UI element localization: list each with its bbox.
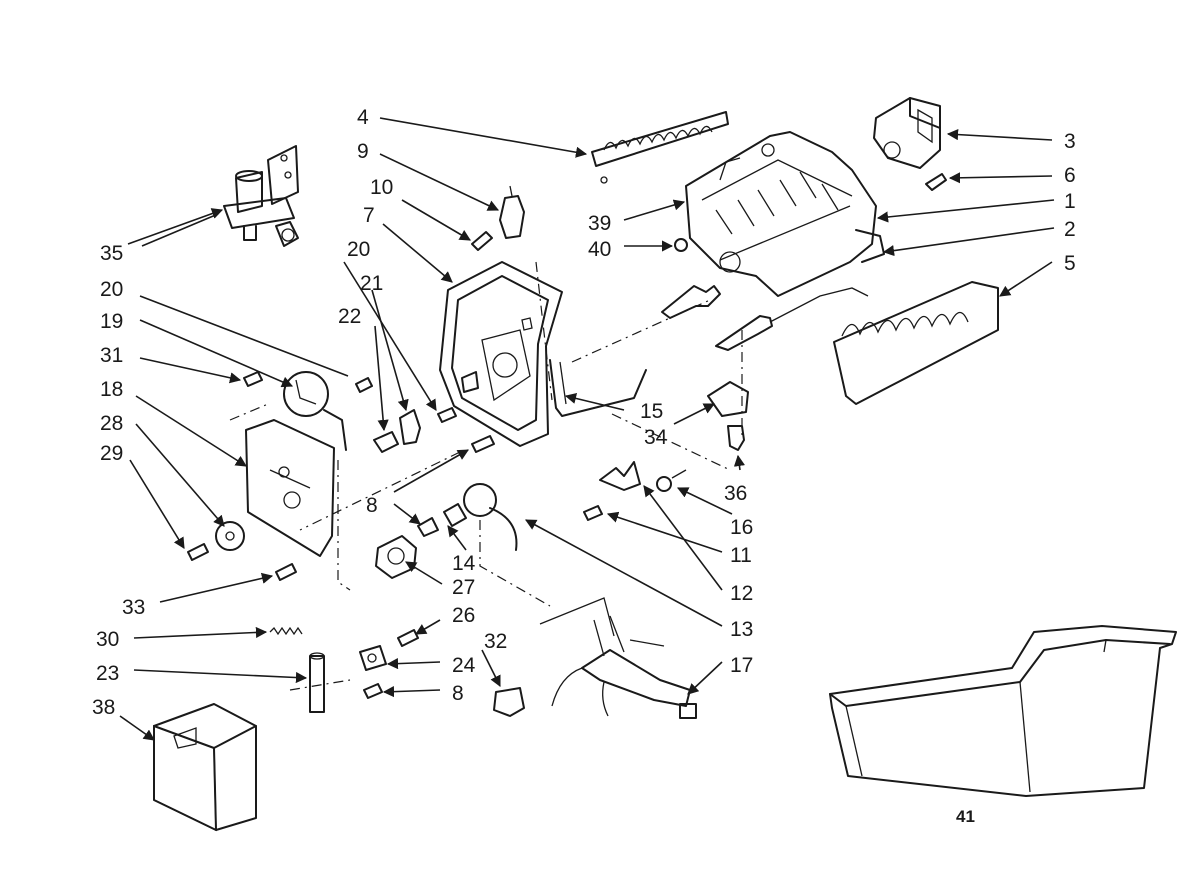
label-2: 2 [1064, 218, 1076, 241]
label-36: 36 [724, 482, 747, 505]
label-39: 39 [588, 212, 611, 235]
screw-33-part [275, 563, 297, 581]
label-20-left: 20 [100, 278, 123, 301]
label-12: 12 [730, 582, 753, 605]
shelf-comb-part [591, 111, 729, 184]
label-5: 5 [1064, 252, 1076, 275]
wire-harness-15-part [549, 359, 647, 417]
fitting-16-part [656, 469, 687, 492]
ice-stripper-part [833, 281, 999, 405]
label-9: 9 [357, 140, 369, 163]
label-28: 28 [100, 412, 123, 435]
label-34: 34 [644, 426, 668, 449]
label-11: 11 [730, 544, 752, 567]
label-14: 14 [452, 552, 476, 575]
label-30: 30 [96, 628, 119, 651]
knob-32-part [493, 687, 525, 717]
label-41: 41 [956, 807, 975, 826]
label-40: 40 [588, 238, 611, 261]
shaft-23-part [309, 652, 325, 713]
spring-30-part [269, 626, 303, 636]
screw-36-part [727, 425, 745, 451]
leader-lines [119, 117, 1055, 741]
clip-22-part [373, 431, 399, 453]
label-24: 24 [452, 654, 476, 677]
screw-6-part [925, 173, 947, 191]
callout-labels: 4 9 10 7 20 21 22 35 20 19 31 18 28 29 3… [92, 106, 1076, 826]
label-17: 17 [730, 654, 753, 677]
label-8-mid: 8 [366, 494, 378, 517]
clip-21-part [399, 409, 421, 445]
ice-mold-part [685, 131, 885, 297]
label-38: 38 [92, 696, 115, 719]
screw-10-part [471, 231, 493, 251]
motor-27-part [375, 535, 417, 579]
screw-12-part [583, 505, 603, 521]
label-10: 10 [370, 176, 393, 199]
screw-29-part [187, 543, 209, 561]
screw-26-part [397, 629, 419, 647]
label-29: 29 [100, 442, 123, 465]
label-8-bottom: 8 [452, 682, 464, 705]
label-31: 31 [100, 344, 123, 367]
screw-20-part [355, 377, 457, 423]
cover-38-part [153, 703, 257, 832]
label-3: 3 [1064, 130, 1076, 153]
thermostat-part [499, 185, 525, 239]
bracket-24-part [359, 645, 387, 671]
label-6: 6 [1064, 164, 1076, 187]
assembly-lines [229, 261, 743, 691]
label-27: 27 [452, 576, 475, 599]
ice-bin-41-part [829, 625, 1177, 797]
screw-8-part [363, 435, 495, 699]
label-16: 16 [730, 516, 753, 539]
switch-19-part [283, 371, 347, 451]
label-21: 21 [360, 272, 383, 295]
module-housing-part [439, 261, 563, 447]
bracket-34-part [707, 381, 749, 417]
label-7: 7 [363, 204, 375, 227]
label-4: 4 [357, 106, 369, 129]
motor-cover-part [873, 97, 941, 169]
gear-13-part [463, 483, 518, 551]
wiring-harness-17-part [539, 597, 697, 719]
label-18: 18 [100, 378, 123, 401]
label-15: 15 [640, 400, 663, 423]
label-22: 22 [338, 305, 361, 328]
screw-40-part [674, 238, 688, 252]
label-1: 1 [1064, 190, 1076, 213]
label-13: 13 [730, 618, 753, 641]
lever-11-part [599, 461, 641, 491]
spacer-14-part [417, 503, 467, 537]
water-valve-part [223, 145, 299, 247]
screw-31-part [243, 371, 263, 387]
label-26: 26 [452, 604, 475, 627]
label-33: 33 [122, 596, 145, 619]
mounting-plate-18-part [245, 419, 335, 557]
cam-28-part [215, 521, 245, 551]
label-35: 35 [100, 242, 123, 265]
label-20-top: 20 [347, 238, 370, 261]
label-19: 19 [100, 310, 123, 333]
label-23: 23 [96, 662, 119, 685]
label-32: 32 [484, 630, 507, 653]
